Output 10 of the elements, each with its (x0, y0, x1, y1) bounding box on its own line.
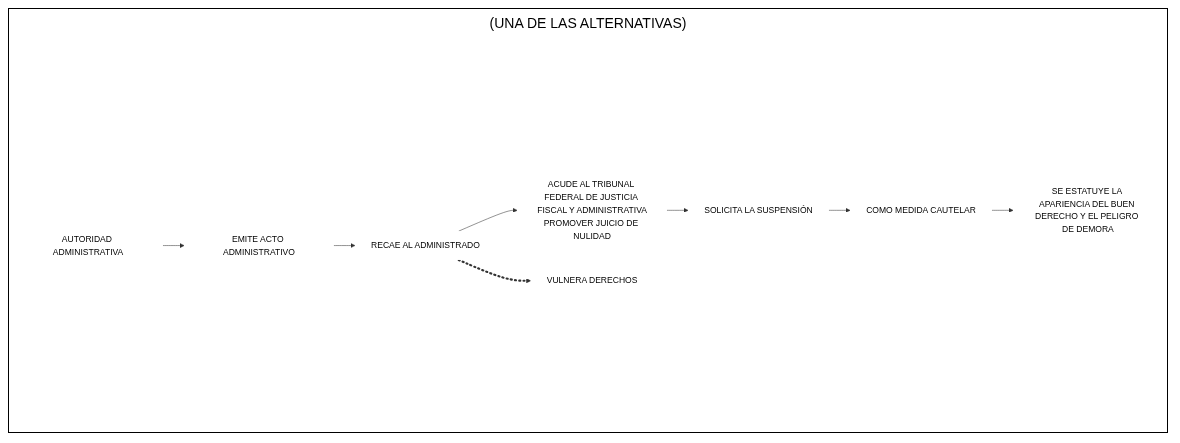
node-text: COMO MEDIDA CAUTELAR (866, 205, 976, 215)
node-text: EMITE ACTO ADMINISTRATIVO (222, 234, 295, 256)
node-text: RECAE AL ADMINISTRADO (371, 240, 480, 250)
node-text: AUTORIDAD ADMINISTRATIVA (52, 234, 124, 256)
arrow (457, 258, 531, 283)
note-text: (UNA DE LAS ALTERNATIVAS) (489, 15, 687, 31)
node-text: VULNERA DERECHOS (546, 275, 638, 285)
node-text: SE ESTATUYE LA APARIENCIA DEL BUEN DERECHO Y EL PELIGRO DE DEMORA (1035, 186, 1139, 234)
node-text: SOLICITA LA SUSPENSIÓN (704, 205, 813, 215)
node-text: ACUDE AL TRIBUNAL FEDERAL DE JUSTICIA FISCAL Y ADMINISTRATIVA PROMOVER JUICIO DE NULIDAD (537, 179, 647, 240)
